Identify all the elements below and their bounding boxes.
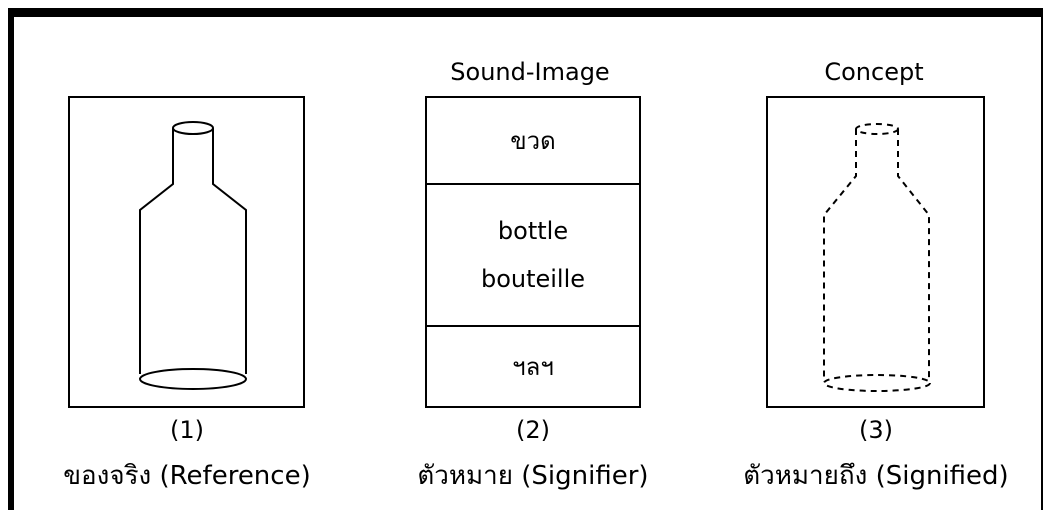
signifier-caption: ตัวหมาย (Signifier)	[417, 461, 649, 491]
signifier-word-french: bouteille	[480, 265, 586, 293]
signified-caption: ตัวหมายถึง (Signified)	[743, 461, 1009, 491]
dashed-bottle-icon	[823, 123, 931, 392]
signifier-cell-thai: ขวด	[427, 98, 639, 185]
signifier-word-english: bottle	[497, 217, 569, 245]
signified-box	[766, 96, 985, 408]
signifier-cell-etc: ฯลฯ	[427, 327, 639, 406]
signifier-header: Sound-Image	[450, 58, 610, 86]
signifier-cell-languages: bottle bouteille	[427, 185, 639, 327]
diagram-frame	[8, 8, 1043, 510]
reference-caption: ของจริง (Reference)	[63, 461, 311, 491]
reference-box	[68, 96, 305, 408]
signified-number: (3)	[859, 416, 893, 444]
solid-bottle-icon	[139, 121, 247, 390]
signifier-box: ขวด bottle bouteille ฯลฯ	[425, 96, 641, 408]
signifier-number: (2)	[516, 416, 550, 444]
signifier-word-etc: ฯลฯ	[512, 352, 554, 381]
diagram-frame-right-edge	[1041, 8, 1043, 510]
reference-number: (1)	[170, 416, 204, 444]
signifier-word-thai: ขวด	[510, 126, 556, 155]
signified-header: Concept	[824, 58, 924, 86]
